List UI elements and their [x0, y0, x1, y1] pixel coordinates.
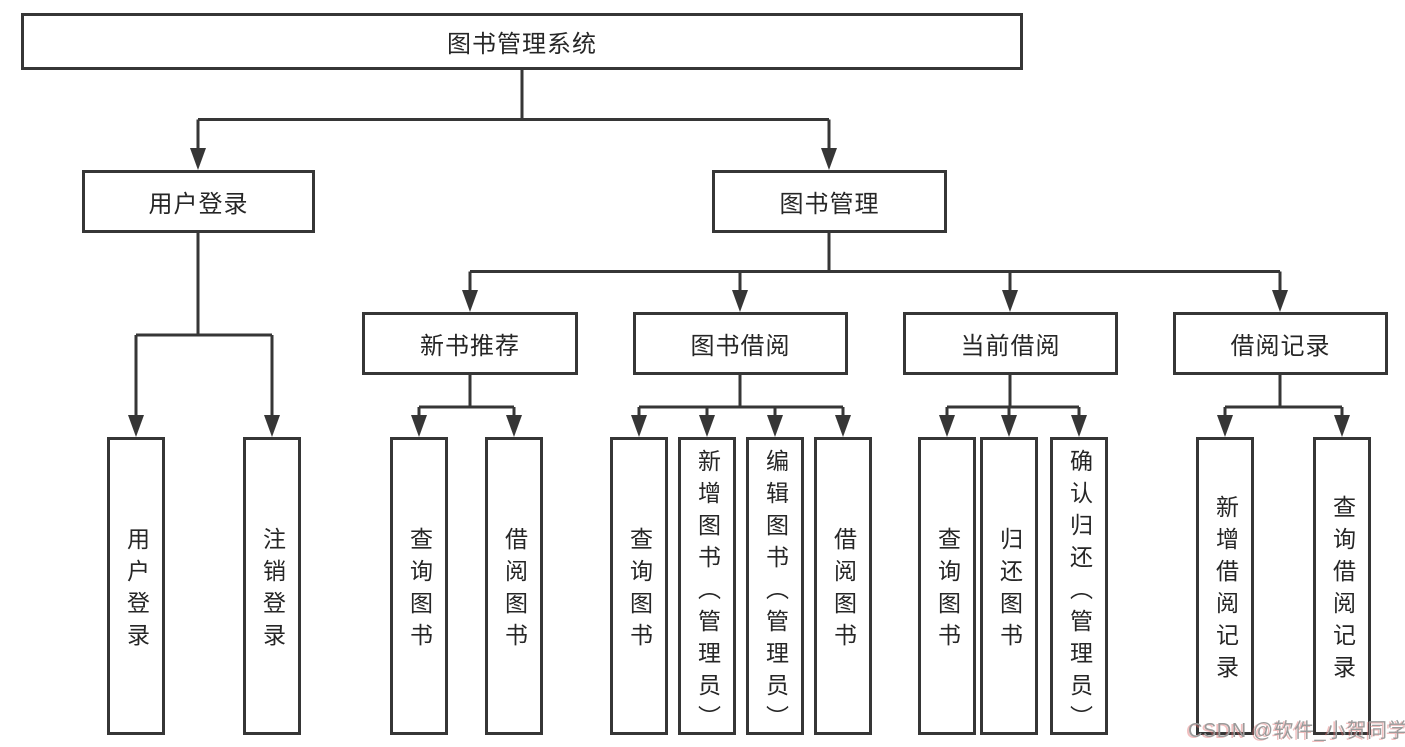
- leaf-query-books-recommend: 查询图书: [390, 437, 448, 735]
- leaf-query-borrow-record-label: 查询借阅记录: [1329, 494, 1356, 687]
- leaf-borrow-books: 借阅图书: [814, 437, 872, 735]
- leaf-add-book-admin: 新增图书（管理员）: [678, 437, 736, 737]
- leaf-return-book-label: 归还图书: [996, 526, 1023, 655]
- leaf-logout: 注销登录: [243, 437, 301, 735]
- leaf-add-borrow-record: 新增借阅记录: [1196, 437, 1254, 735]
- node-library-management-system: 图书管理系统: [21, 13, 1023, 70]
- node-new-book-recommend: 新书推荐: [362, 312, 578, 375]
- leaf-confirm-return-admin: 确认归还（管理员）: [1050, 437, 1108, 737]
- leaf-query-books-current-label: 查询图书: [934, 526, 961, 655]
- leaf-confirm-return-admin-label: 确认归还（管理员）: [1066, 449, 1093, 737]
- leaf-edit-book-admin-label: 编辑图书（管理员）: [762, 449, 789, 737]
- leaf-return-book: 归还图书: [980, 437, 1038, 735]
- node-user-login: 用户登录: [82, 170, 315, 233]
- leaf-query-books-recommend-label: 查询图书: [406, 526, 433, 655]
- leaf-user-login-label: 用户登录: [123, 526, 150, 655]
- node-current-borrow: 当前借阅: [903, 312, 1118, 375]
- arrow-down-icons: [128, 148, 1350, 437]
- leaf-borrow-books-label: 借阅图书: [830, 526, 857, 655]
- leaf-query-books-borrow-label: 查询图书: [626, 526, 653, 655]
- node-book-borrow: 图书借阅: [633, 312, 848, 375]
- leaf-query-borrow-record: 查询借阅记录: [1313, 437, 1371, 735]
- leaf-query-books-borrow: 查询图书: [610, 437, 668, 735]
- leaf-edit-book-admin: 编辑图书（管理员）: [746, 437, 804, 737]
- leaf-borrow-books-recommend-label: 借阅图书: [501, 526, 528, 655]
- leaf-add-book-admin-label: 新增图书（管理员）: [694, 449, 721, 737]
- node-borrow-records: 借阅记录: [1173, 312, 1388, 375]
- leaf-logout-label: 注销登录: [259, 526, 286, 655]
- watermark-text: CSDN @软件_小贺同学: [1188, 720, 1405, 742]
- leaf-add-borrow-record-label: 新增借阅记录: [1212, 494, 1239, 687]
- leaf-user-login: 用户登录: [107, 437, 165, 735]
- leaf-borrow-books-recommend: 借阅图书: [485, 437, 543, 735]
- node-book-management: 图书管理: [712, 170, 947, 233]
- leaf-query-books-current: 查询图书: [918, 437, 976, 735]
